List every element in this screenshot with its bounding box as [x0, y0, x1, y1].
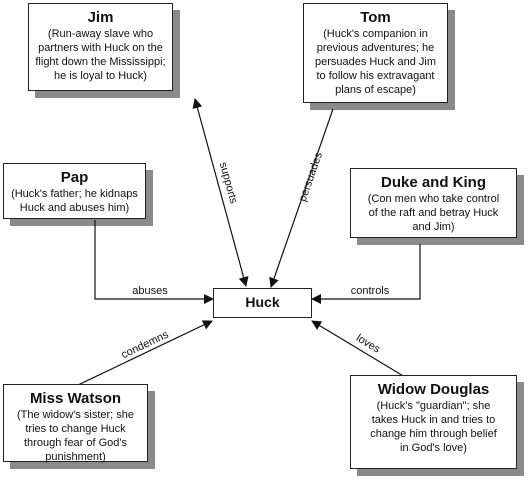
node-description: (Run-away slave who partners with Huck o…	[35, 28, 166, 82]
node-name: Miss Watson	[29, 390, 122, 407]
loves-arrow	[311, 320, 406, 378]
persuades-arrow	[269, 108, 334, 288]
supports-arrow	[192, 98, 249, 287]
node-miss-watson: Miss Watson (The widow's sister; she tri…	[3, 384, 148, 463]
node-description: (Huck's companion in previous adventures…	[314, 28, 437, 96]
node-name: Duke and King	[380, 174, 486, 191]
controls-arrow	[311, 244, 421, 304]
abuses-arrow	[94, 220, 214, 304]
node-name: Pap	[60, 169, 89, 186]
supports-label: supports	[217, 161, 240, 205]
node-tom: Tom (Huck's companion in previous advent…	[303, 3, 448, 103]
node-pap: Pap (Huck's father; he kidnaps Huck and …	[3, 163, 146, 219]
node-duke-and-king: Duke and King (Con men who take control …	[350, 168, 517, 238]
node-description: (The widow's sister; she tries to change…	[16, 409, 135, 463]
node-description: (Con men who take control of the raft an…	[367, 193, 500, 233]
node-widow-douglas: Widow Douglas (Huck's "guardian"; she ta…	[350, 375, 517, 469]
node-description: (Huck's "guardian"; she takes Huck in an…	[370, 400, 497, 454]
node-name: Tom	[360, 9, 391, 26]
node-name: Widow Douglas	[377, 381, 490, 398]
condemns-arrow	[77, 320, 213, 386]
loves-label: loves	[354, 332, 383, 356]
abuses-label: abuses	[132, 285, 168, 297]
node-name: Jim	[87, 9, 114, 26]
node-description: (Huck's father; he kidnaps Huck and abus…	[11, 188, 138, 214]
node-huck: Huck	[213, 288, 312, 318]
node-jim: Jim (Run-away slave who partners with Hu…	[28, 3, 173, 91]
persuades-label: persuades	[297, 150, 325, 203]
controls-label: controls	[351, 285, 390, 297]
